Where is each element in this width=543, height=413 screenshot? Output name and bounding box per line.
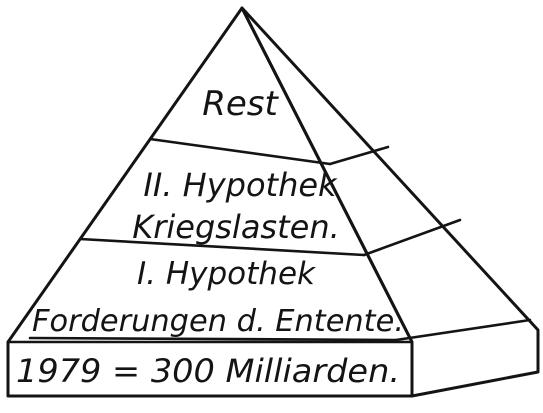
layer-label-second-mortgage-subtitle: Kriegslasten. — [132, 208, 340, 246]
layer-label-second-mortgage-title: II. Hypothek — [143, 166, 338, 204]
layer-label-base: 1979 = 300 Milliarden. — [16, 352, 400, 390]
divider-front-1 — [150, 139, 330, 164]
layer-label-first-mortgage-subtitle: Forderungen d. Entente. — [32, 304, 404, 339]
divider-side-3 — [396, 320, 530, 340]
divider-side-2 — [364, 220, 460, 255]
layer-label-rest: Rest — [202, 84, 279, 124]
layer-label-first-mortgage-title: I. Hypothek — [137, 256, 316, 292]
